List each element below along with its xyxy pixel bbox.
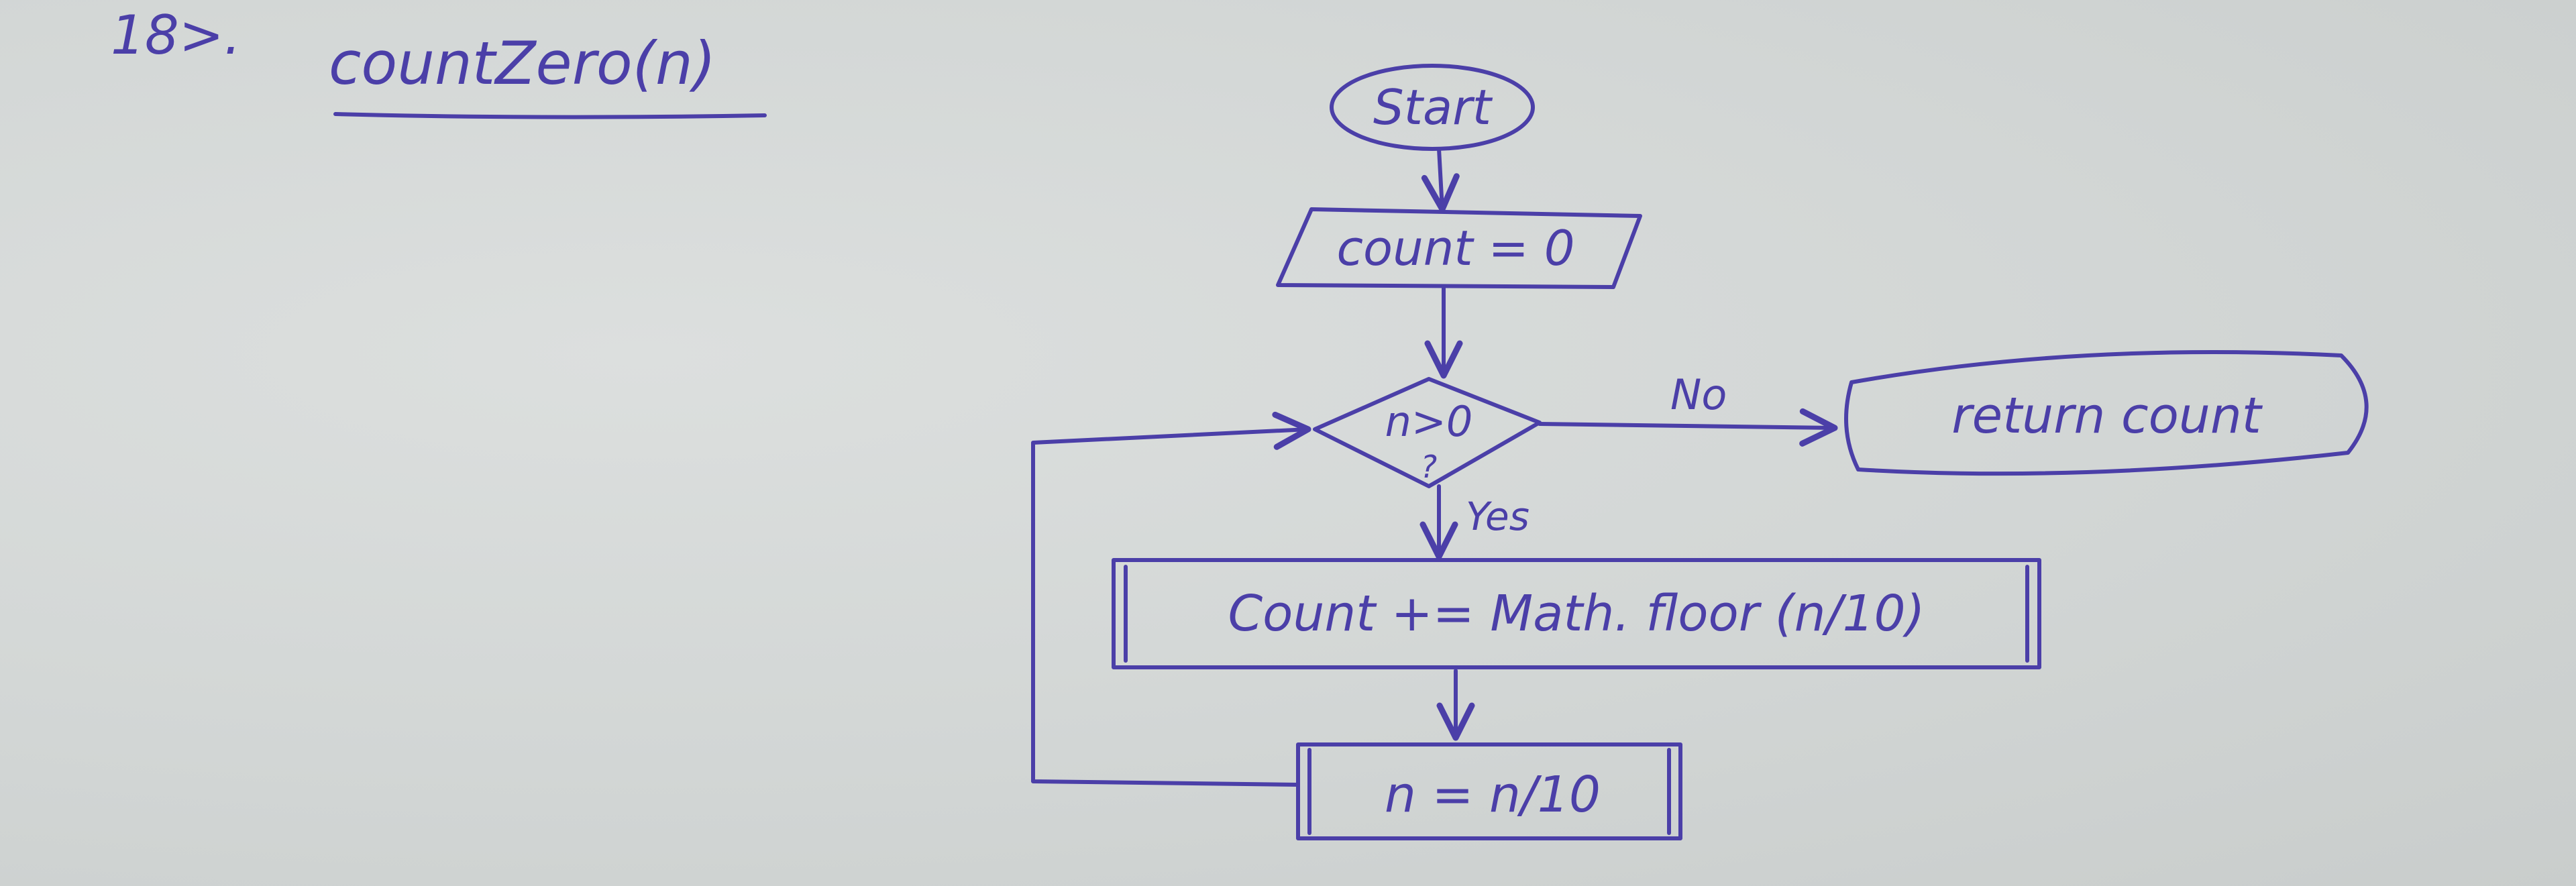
init-label: count = 0 — [1336, 220, 1574, 276]
question-number: 18>. — [111, 4, 241, 66]
start-label: Start — [1373, 79, 1493, 135]
edge-start-init — [1421, 147, 1460, 213]
edge-no — [1538, 408, 1838, 447]
process-label: Count += Math. floor (n/10) — [1228, 585, 1925, 643]
init-box — [1276, 207, 1642, 289]
process-box — [1112, 558, 2041, 669]
function-title: countZero(n) — [329, 29, 716, 98]
update-label: n = n/10 — [1385, 766, 1601, 824]
decision-label: n>0 — [1385, 397, 1473, 446]
decision-question-mark: ? — [1421, 449, 1437, 485]
edge-loop-back — [1031, 411, 1311, 787]
yes-label: Yes — [1466, 494, 1529, 539]
start-terminal — [1330, 64, 1535, 151]
return-label: return count — [1951, 387, 2263, 445]
decision-diamond — [1313, 377, 1542, 488]
update-box — [1296, 742, 1682, 840]
return-terminal — [1844, 350, 2369, 476]
no-label: No — [1670, 370, 1727, 419]
title-underline — [333, 112, 767, 119]
